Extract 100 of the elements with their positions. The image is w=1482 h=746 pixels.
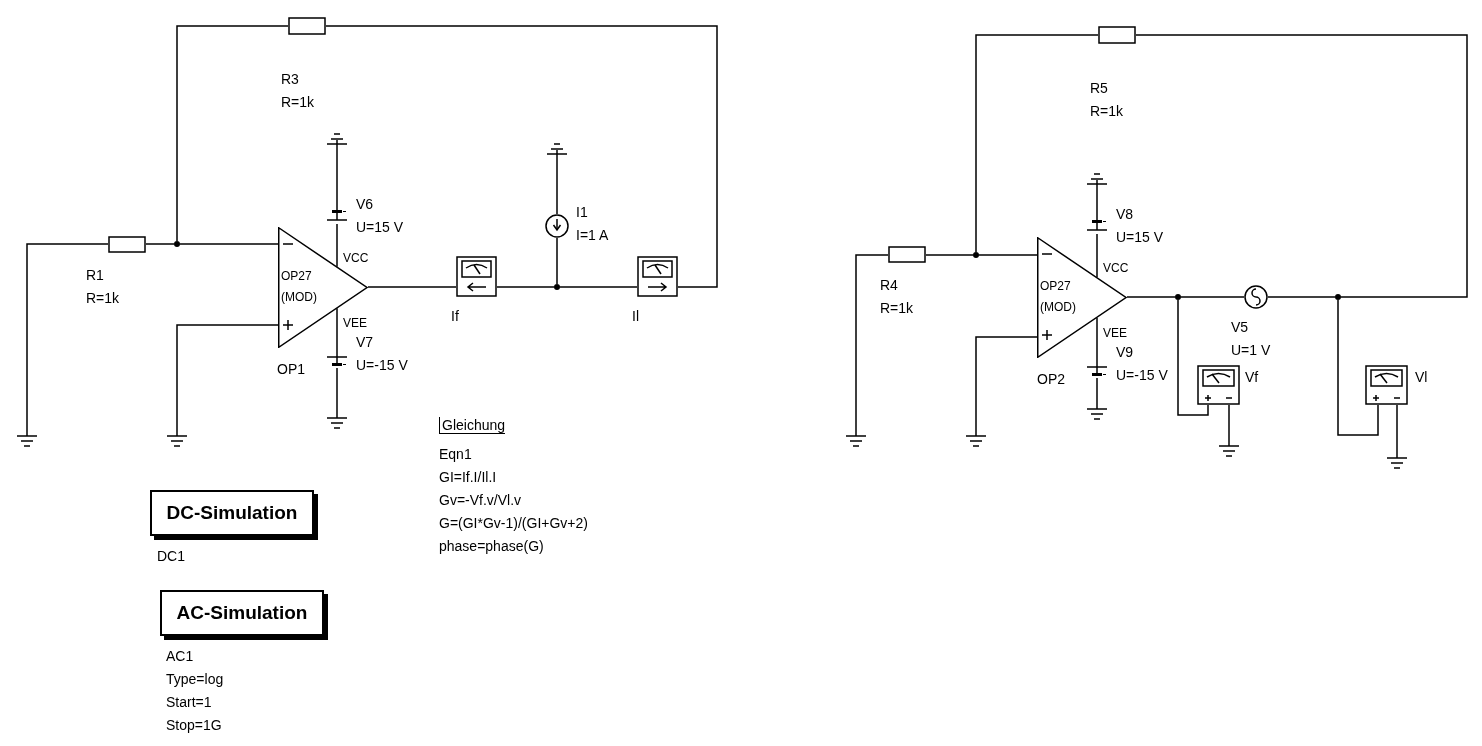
wire: [145, 243, 175, 245]
wire: [336, 307, 338, 355]
ground-symbol: [1087, 403, 1107, 421]
component-label: AC1: [166, 647, 195, 666]
equation-heading: Gleichung: [439, 417, 506, 434]
junction-dot: [174, 241, 180, 247]
junction-dot: [554, 284, 560, 290]
wire: [176, 324, 279, 431]
wire: [336, 149, 338, 209]
wire: [325, 25, 718, 288]
pin-label: VEE: [1103, 325, 1127, 342]
wire: [1177, 299, 1209, 416]
resistor-symbol: [288, 17, 326, 35]
component-label: Type=log: [166, 670, 224, 689]
wire: [496, 286, 555, 288]
wire: [179, 243, 279, 245]
battery-symbol: [1087, 218, 1107, 234]
resistor-symbol: [1098, 26, 1136, 44]
source-symbol: [545, 214, 569, 238]
ground-symbol: [327, 132, 347, 150]
wire: [176, 25, 289, 242]
component-label: OP1: [277, 360, 305, 379]
wire: [556, 237, 558, 285]
component-label: U=15 V: [356, 218, 404, 237]
wire: [1267, 296, 1336, 298]
component-label: DC1: [157, 547, 185, 566]
component-label: V7: [356, 333, 374, 352]
wire: [367, 286, 457, 288]
wire: [1096, 189, 1098, 219]
ground-symbol: [547, 142, 567, 160]
wire: [1096, 316, 1098, 365]
wire: [925, 254, 974, 256]
wire: [1126, 296, 1176, 298]
ground-symbol: [966, 430, 986, 448]
component-label: V8: [1116, 205, 1134, 224]
ground-symbol: [327, 412, 347, 430]
equation-text: Eqn1: [439, 445, 472, 464]
pin-label: VCC: [343, 250, 369, 267]
component-label: Vl: [1415, 368, 1428, 387]
component-label: If: [451, 307, 459, 326]
component-label: I=1 A: [576, 226, 609, 245]
ground-symbol: [1387, 452, 1407, 470]
ground-symbol: [17, 430, 37, 448]
wire: [556, 159, 558, 215]
wire: [1337, 299, 1379, 436]
component-label: V5: [1231, 318, 1250, 337]
junction-dot: [1175, 294, 1181, 300]
wire: [336, 367, 338, 413]
component-label: R3: [281, 70, 300, 89]
wire: [1135, 34, 1468, 298]
resistor-symbol: [888, 246, 926, 263]
component-label: R4: [880, 276, 899, 295]
meter-symbol: [1197, 365, 1240, 405]
battery-symbol: [327, 208, 347, 224]
wire: [559, 286, 638, 288]
equation-text: Gv=-Vf.v/Vl.v: [439, 491, 522, 510]
ground-symbol: [1087, 172, 1107, 190]
battery-symbol: [1087, 364, 1107, 378]
ground-symbol: [1219, 440, 1239, 458]
wire: [336, 223, 338, 268]
component-label: I1: [576, 203, 589, 222]
component-label: OP2: [1037, 370, 1065, 389]
wire: [975, 34, 1099, 253]
resistor-symbol: [108, 236, 146, 253]
component-label: Il: [632, 307, 639, 326]
source-symbol: [1244, 285, 1268, 309]
ground-symbol: [167, 430, 187, 448]
junction-dot: [1335, 294, 1341, 300]
component-label: V9: [1116, 343, 1134, 362]
wire: [975, 336, 1038, 431]
component-label: U=1 V: [1231, 341, 1271, 360]
component-label: R=1k: [86, 289, 120, 308]
wire: [1396, 404, 1398, 453]
junction-dot: [973, 252, 979, 258]
ground-symbol: [846, 430, 866, 448]
wire: [26, 243, 109, 431]
wire: [978, 254, 1038, 256]
component-label: Vf: [1245, 368, 1259, 387]
pin-label: VCC: [1103, 260, 1129, 277]
component-type: OP27 (MOD): [281, 268, 318, 306]
wire: [1180, 296, 1245, 298]
component-label: U=-15 V: [1116, 366, 1168, 385]
wire: [1228, 404, 1230, 441]
component-type: OP27 (MOD): [1040, 278, 1077, 316]
equation-text: phase=phase(G): [439, 537, 544, 556]
component-label: R=1k: [1090, 102, 1124, 121]
component-label: U=15 V: [1116, 228, 1164, 247]
equation-text: GI=If.I/Il.I: [439, 468, 497, 487]
battery-symbol: [327, 354, 347, 368]
component-label: Start=1: [166, 693, 213, 712]
component-label: V6: [356, 195, 374, 214]
meter-symbol: [1365, 365, 1408, 405]
component-label: R5: [1090, 79, 1109, 98]
component-label: R1: [86, 266, 105, 285]
meter-symbol: [456, 256, 497, 297]
component-label: R=1k: [880, 299, 914, 318]
component-label: Stop=1G: [166, 716, 223, 735]
equation-text: G=(GI*Gv-1)/(GI+Gv+2): [439, 514, 588, 533]
component-label: R=1k: [281, 93, 315, 112]
wire: [1096, 377, 1098, 404]
